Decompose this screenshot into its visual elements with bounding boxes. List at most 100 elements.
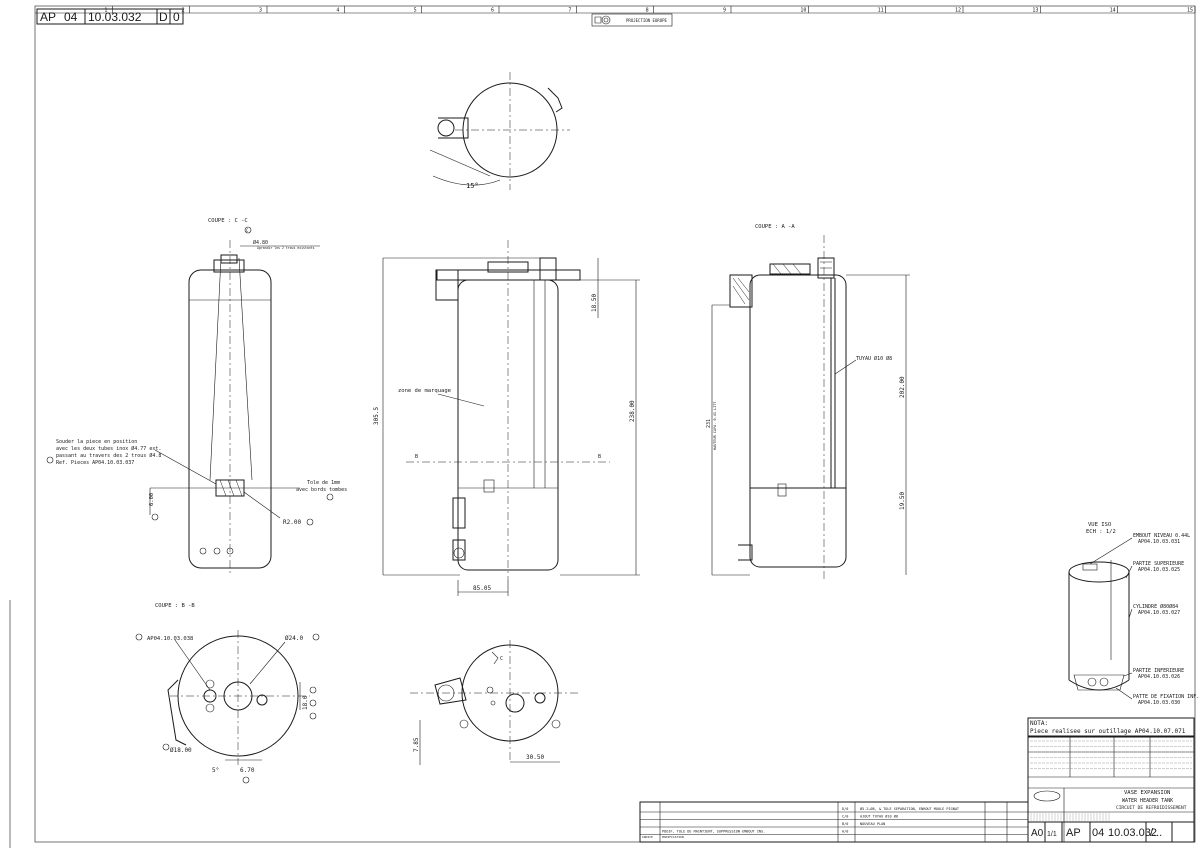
column-number: 1 [104,8,107,14]
front-dim-mid: 238.00 [629,400,636,422]
title-drawing-number: 10.03.032 [1108,827,1157,839]
section-bb-dia-label: Ø24.0 [285,635,303,642]
section-bb-dim-dia-bottom: Ø18.00 [170,747,192,754]
weld-note-line-2: avec les deux tubes inox Ø4.77 ext. [56,445,161,452]
iso-view: VUE ISO ECH : 1/2 EMBOUT NIVEAU 0.44LAP0… [1068,522,1199,706]
column-number: 13 [1032,8,1038,14]
section-cc-dim-left: 6.00 [149,493,155,506]
revision-index: D/0 [842,807,848,811]
header-code-num: 04 [64,10,78,24]
header-code-box: AP 04 10.03.032 D 0 [36,8,184,25]
iso-part-name: CYLINDRE Ø80Ø84 [1133,603,1178,610]
iso-part-name: PATTE DE FIXATION INF. [1133,694,1199,700]
svg-text:C: C [246,228,249,233]
weld-note-line-3: passant au travers des 2 trous Ø4.8 [56,452,161,459]
front-dim-top: 18.50 [591,294,598,312]
rev-header-index: INDICE [642,835,653,839]
front-dim-overall: 305.5 [373,407,380,425]
column-number: 10 [800,8,806,14]
title-en: WATER HEADER TANK [1122,798,1173,804]
column-number: 4 [336,8,339,14]
section-bb-dim-small: 6.70 [240,767,255,774]
column-number: 7 [568,8,571,14]
header-drawing-number: 10.03.032 [88,10,142,24]
title-fr: VASE EXPANSION [1124,790,1170,796]
revision-text: AJOUT TUYAU Ø10 Ø8 [860,814,898,819]
column-number: 3 [259,8,262,14]
iso-part-ref: AP04.10.03.027 [1138,610,1180,616]
bottom-mark-c: C [500,656,503,662]
revision-text: Ø5.2→Ø6, & TOLE SEPARATION, ENROUT MOULE… [860,806,960,811]
column-number: 14 [1110,8,1116,14]
section-cc: COUPE : C -C C Ø4.80 Agrandir les 2 trou… [46,218,347,575]
projection-symbol: PROJECTION EUROPE [591,13,673,27]
section-aa-pipe-label: TUYAU Ø10 Ø8 [856,355,892,362]
front-dim-bottom: 85.05 [473,585,491,592]
section-bb-angle: 5° [212,767,219,774]
front-mark-label: zone de marquage [398,388,451,394]
bottom-view: C 7.85 30.50 [410,640,580,765]
sheet-frame [9,5,1196,848]
iso-part-name: EMBOUT NIVEAU 0.44L [1133,533,1190,539]
company-logo [1033,790,1061,802]
iso-view-scale: ECH : 1/2 [1086,529,1116,535]
rev-header-modification: MODIFICATION [662,835,684,839]
title-code-num: 04 [1092,827,1104,839]
iso-part-ref: AP04.10.03.031 [1138,539,1180,545]
column-number: 5 [414,8,417,14]
top-view: 15° [429,72,570,190]
iso-leader-line [1089,537,1133,565]
projection-label: PROJECTION EUROPE [626,18,668,23]
header-code-prefix: AP [40,10,56,24]
front-section-mark-left: B [415,454,418,460]
revision-text: PDOIF, TOLE DE MAINTIENT, SUPPRESSION EM… [662,830,765,834]
note-box: NOTA: Piece realisee sur outillage AP04.… [1027,717,1195,737]
section-bb: COUPE : B -B AP04.10.03.038 Ø24.0 18.0 Ø… [135,603,320,784]
title-subtitle: CIRCUIT DE REFROIDISSEMENT [1116,805,1187,811]
column-number: 11 [878,8,884,14]
revision-text: NOUVEAU PLAN [860,822,885,826]
section-aa-dim-side: 19.50 [899,492,906,510]
note-text: Piece realisee sur outillage AP04.10.07.… [1030,728,1186,735]
header-index-1: D [159,10,168,24]
iso-part-ref: AP04.10.03.030 [1138,700,1180,706]
section-cc-title: COUPE : C -C [208,218,248,224]
section-aa-title: COUPE : A -A [755,224,795,230]
section-aa: COUPE : A -A TUYAU Ø10 Ø8 231 HAUTEUR CA… [706,224,910,580]
title-scale: 1/1 [1047,831,1057,838]
section-aa-vertical-note: HAUTEUR CAPA. 0.41 LITT [713,401,717,450]
iso-leader-line [1115,687,1133,700]
section-bb-dim-v: 18.0 [302,695,309,710]
note-title: NOTA: [1030,720,1048,727]
bottom-dim-right: 30.50 [526,754,544,761]
front-section-mark-right: B [598,454,601,460]
iso-part-ref: AP04.10.03.025 [1138,567,1180,573]
title-block: VASE EXPANSION WATER HEADER TANK CIRCUIT… [1027,736,1195,843]
iso-part-name: PARTIE SUPERIEURE [1133,561,1184,567]
weld-note-line-4: Ref. Pieces AP04.10.03.037 [56,460,134,466]
weld-note-line-1: Souder la piece en position [56,439,137,445]
column-number: 12 [955,8,961,14]
revision-index: A/0 [842,830,848,834]
column-number: 15 [1187,8,1193,14]
section-cc-symbol-1 [244,226,252,234]
bottom-dim-left: 7.85 [413,737,420,752]
front-view: B B zone de marquage 305.5 18.50 238.00 … [373,240,640,596]
weld-note: Souder la piece en position avec les deu… [46,439,217,485]
section-bb-ref-label: AP04.10.03.038 [147,636,193,642]
header-index-2: 0 [173,10,180,24]
section-cc-note-small: Agrandir les 2 trous existants [257,246,315,250]
revision-index: C/0 [842,815,848,819]
iso-leader-line [1123,672,1133,677]
iso-part-ref: AP04.10.03.026 [1138,674,1180,680]
section-bb-title: COUPE : B -B [155,603,195,609]
column-number: 8 [646,8,649,14]
column-number: 9 [723,8,726,14]
sheet-note-line-2: avec bords tombes [296,487,347,493]
section-aa-dim-height: 202.00 [899,376,906,398]
section-cc-dia-label: Ø4.80 [253,239,268,246]
revision-table: D/0 Ø5.2→Ø6, & TOLE SEPARATION, ENROUT MO… [639,801,1029,843]
title-code-prefix: AP [1066,827,1081,839]
sheet-note: Tole de 1mm avec bords tombes [296,480,347,501]
